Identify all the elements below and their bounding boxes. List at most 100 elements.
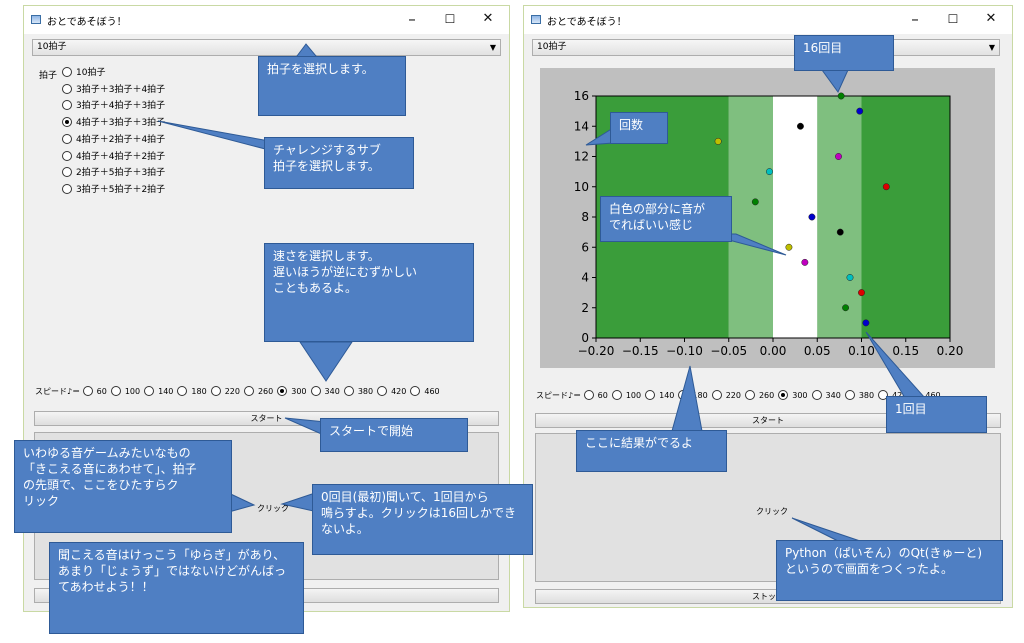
beat-radio-option[interactable]: 10拍子: [62, 67, 105, 81]
radio-button[interactable]: [62, 167, 72, 178]
radio-button[interactable]: [778, 390, 789, 400]
speed-radio-label: 100: [124, 387, 141, 396]
radio-button[interactable]: [62, 117, 72, 128]
beat-radio-label: 3拍子＋4拍子＋3拍子: [76, 101, 166, 112]
radio-button[interactable]: [210, 386, 221, 396]
beat-radio-option[interactable]: 3拍子＋5拍子＋2拍子: [62, 183, 165, 198]
arrow-16th: [821, 69, 849, 93]
speed-radio-label: 460: [925, 391, 940, 400]
close-button[interactable]: ✕: [985, 11, 997, 26]
speed-radio-option[interactable]: 420: [878, 390, 907, 400]
beat-radio-option[interactable]: 2拍子＋5拍子＋3拍子: [62, 167, 165, 181]
radio-button[interactable]: [583, 390, 594, 400]
radio-button[interactable]: [811, 390, 822, 400]
arrow-speed: [299, 341, 353, 382]
radio-button[interactable]: [144, 386, 155, 396]
speed-radio-option[interactable]: 340: [310, 386, 340, 396]
close-button[interactable]: ✕: [482, 11, 494, 26]
radio-button[interactable]: [410, 386, 421, 396]
beat-combo[interactable]: 10拍子 ▼: [32, 39, 501, 56]
beat-radio-label: 3拍子＋3拍子＋4拍子: [76, 84, 166, 95]
speed-radio-option[interactable]: 60: [583, 390, 608, 400]
speed-radio-label: 300: [291, 387, 307, 396]
radio-button[interactable]: [878, 390, 889, 400]
chart-band: [861, 96, 950, 338]
y-tick-label: 4: [581, 271, 589, 285]
x-tick-label: −0.20: [578, 344, 615, 358]
speed-radio-option[interactable]: 300: [277, 386, 307, 396]
callout-game-intro: いわゆる音ゲームみたいなもの 「きこえる音にあわせて」、拍子 の先頭で、ここをひ…: [14, 440, 232, 533]
title-bar: おとであそぼう！ – ☐ ✕: [24, 6, 509, 34]
radio-button[interactable]: [243, 386, 254, 396]
beat-radio-option[interactable]: 3拍子＋3拍子＋4拍子: [62, 83, 166, 98]
radio-button[interactable]: [62, 83, 72, 94]
speed-label: スピード♪＝: [536, 391, 582, 400]
chevron-down-icon: ▼: [489, 43, 496, 52]
radio-button[interactable]: [82, 386, 93, 396]
radio-button[interactable]: [177, 386, 188, 396]
beat-radio-option[interactable]: 3拍子＋4拍子＋3拍子: [62, 100, 165, 114]
maximize-button[interactable]: ☐: [444, 12, 456, 26]
callout-start: スタートで開始: [320, 418, 468, 452]
radio-button[interactable]: [62, 183, 72, 194]
speed-radio-option[interactable]: 340: [811, 390, 841, 400]
speed-radio-option[interactable]: 380: [844, 390, 875, 400]
radio-button[interactable]: [343, 386, 354, 396]
speed-radio-label: 180: [191, 387, 207, 396]
maximize-button[interactable]: ☐: [947, 12, 959, 26]
start-button[interactable]: スタート: [535, 413, 1001, 428]
speed-radio-option[interactable]: 420: [377, 386, 406, 396]
x-tick-label: 0.15: [892, 344, 919, 358]
beat-radio-label: 10拍子: [76, 68, 106, 78]
minimize-button[interactable]: –: [408, 10, 416, 28]
speed-radio-label: 220: [224, 387, 240, 396]
radio-button[interactable]: [310, 386, 321, 396]
speed-label: スピード♪＝: [35, 387, 81, 396]
speed-radio-option[interactable]: 100: [110, 386, 141, 396]
radio-button[interactable]: [844, 390, 855, 400]
arrow-result: [671, 365, 703, 432]
callout-select-beat: 拍子を選択します。: [258, 56, 406, 116]
speed-radio-label: 60: [96, 387, 107, 396]
radio-button[interactable]: [711, 390, 722, 400]
radio-button[interactable]: [645, 390, 656, 400]
y-tick-label: 14: [574, 119, 589, 133]
radio-button[interactable]: [277, 386, 288, 396]
speed-radio-label: 140: [659, 391, 675, 400]
radio-button[interactable]: [62, 100, 72, 111]
speed-radio-option[interactable]: 220: [210, 386, 240, 396]
speed-radio-option[interactable]: 140: [645, 390, 674, 400]
speed-radio-option[interactable]: 260: [744, 390, 774, 400]
beat-radio-option[interactable]: 4拍子＋3拍子＋3拍子: [62, 117, 165, 131]
y-tick-label: 8: [581, 210, 589, 224]
speed-radio-option[interactable]: 260: [243, 386, 273, 396]
radio-button[interactable]: [62, 67, 72, 77]
radio-button[interactable]: [744, 390, 755, 400]
beat-radio-option[interactable]: 4拍子＋4拍子＋2拍子: [62, 150, 165, 165]
speed-radio-option[interactable]: 100: [611, 390, 641, 400]
beat-combo-value: 10拍子: [537, 42, 567, 52]
data-point: [862, 319, 870, 327]
data-point: [856, 107, 864, 115]
speed-radio-option[interactable]: 140: [144, 386, 173, 396]
callout-sound-varies: 聞こえる音はけっこう「ゆらぎ」があり、 あまり「じょうず」ではないけどがんばっ …: [49, 542, 304, 634]
minimize-button[interactable]: –: [911, 10, 919, 28]
speed-radio-option[interactable]: 460: [410, 386, 440, 396]
beat-combo-value: 10拍子: [37, 42, 67, 52]
data-point: [836, 228, 844, 236]
radio-button[interactable]: [110, 386, 121, 396]
x-tick-label: −0.05: [710, 344, 747, 358]
radio-button[interactable]: [62, 133, 72, 144]
speed-radio-option[interactable]: 220: [711, 390, 741, 400]
speed-radio-option[interactable]: 300: [778, 390, 808, 400]
speed-radio-label: 380: [858, 391, 875, 400]
x-tick-label: −0.10: [666, 344, 703, 358]
speed-radio-option[interactable]: 60: [82, 386, 107, 396]
radio-button[interactable]: [62, 150, 72, 161]
speed-radio-option[interactable]: 180: [177, 386, 207, 396]
radio-button[interactable]: [611, 390, 622, 400]
radio-button[interactable]: [377, 386, 388, 396]
speed-radio-option[interactable]: 380: [343, 386, 373, 396]
beat-radio-option[interactable]: 4拍子＋2拍子＋4拍子: [62, 133, 165, 148]
